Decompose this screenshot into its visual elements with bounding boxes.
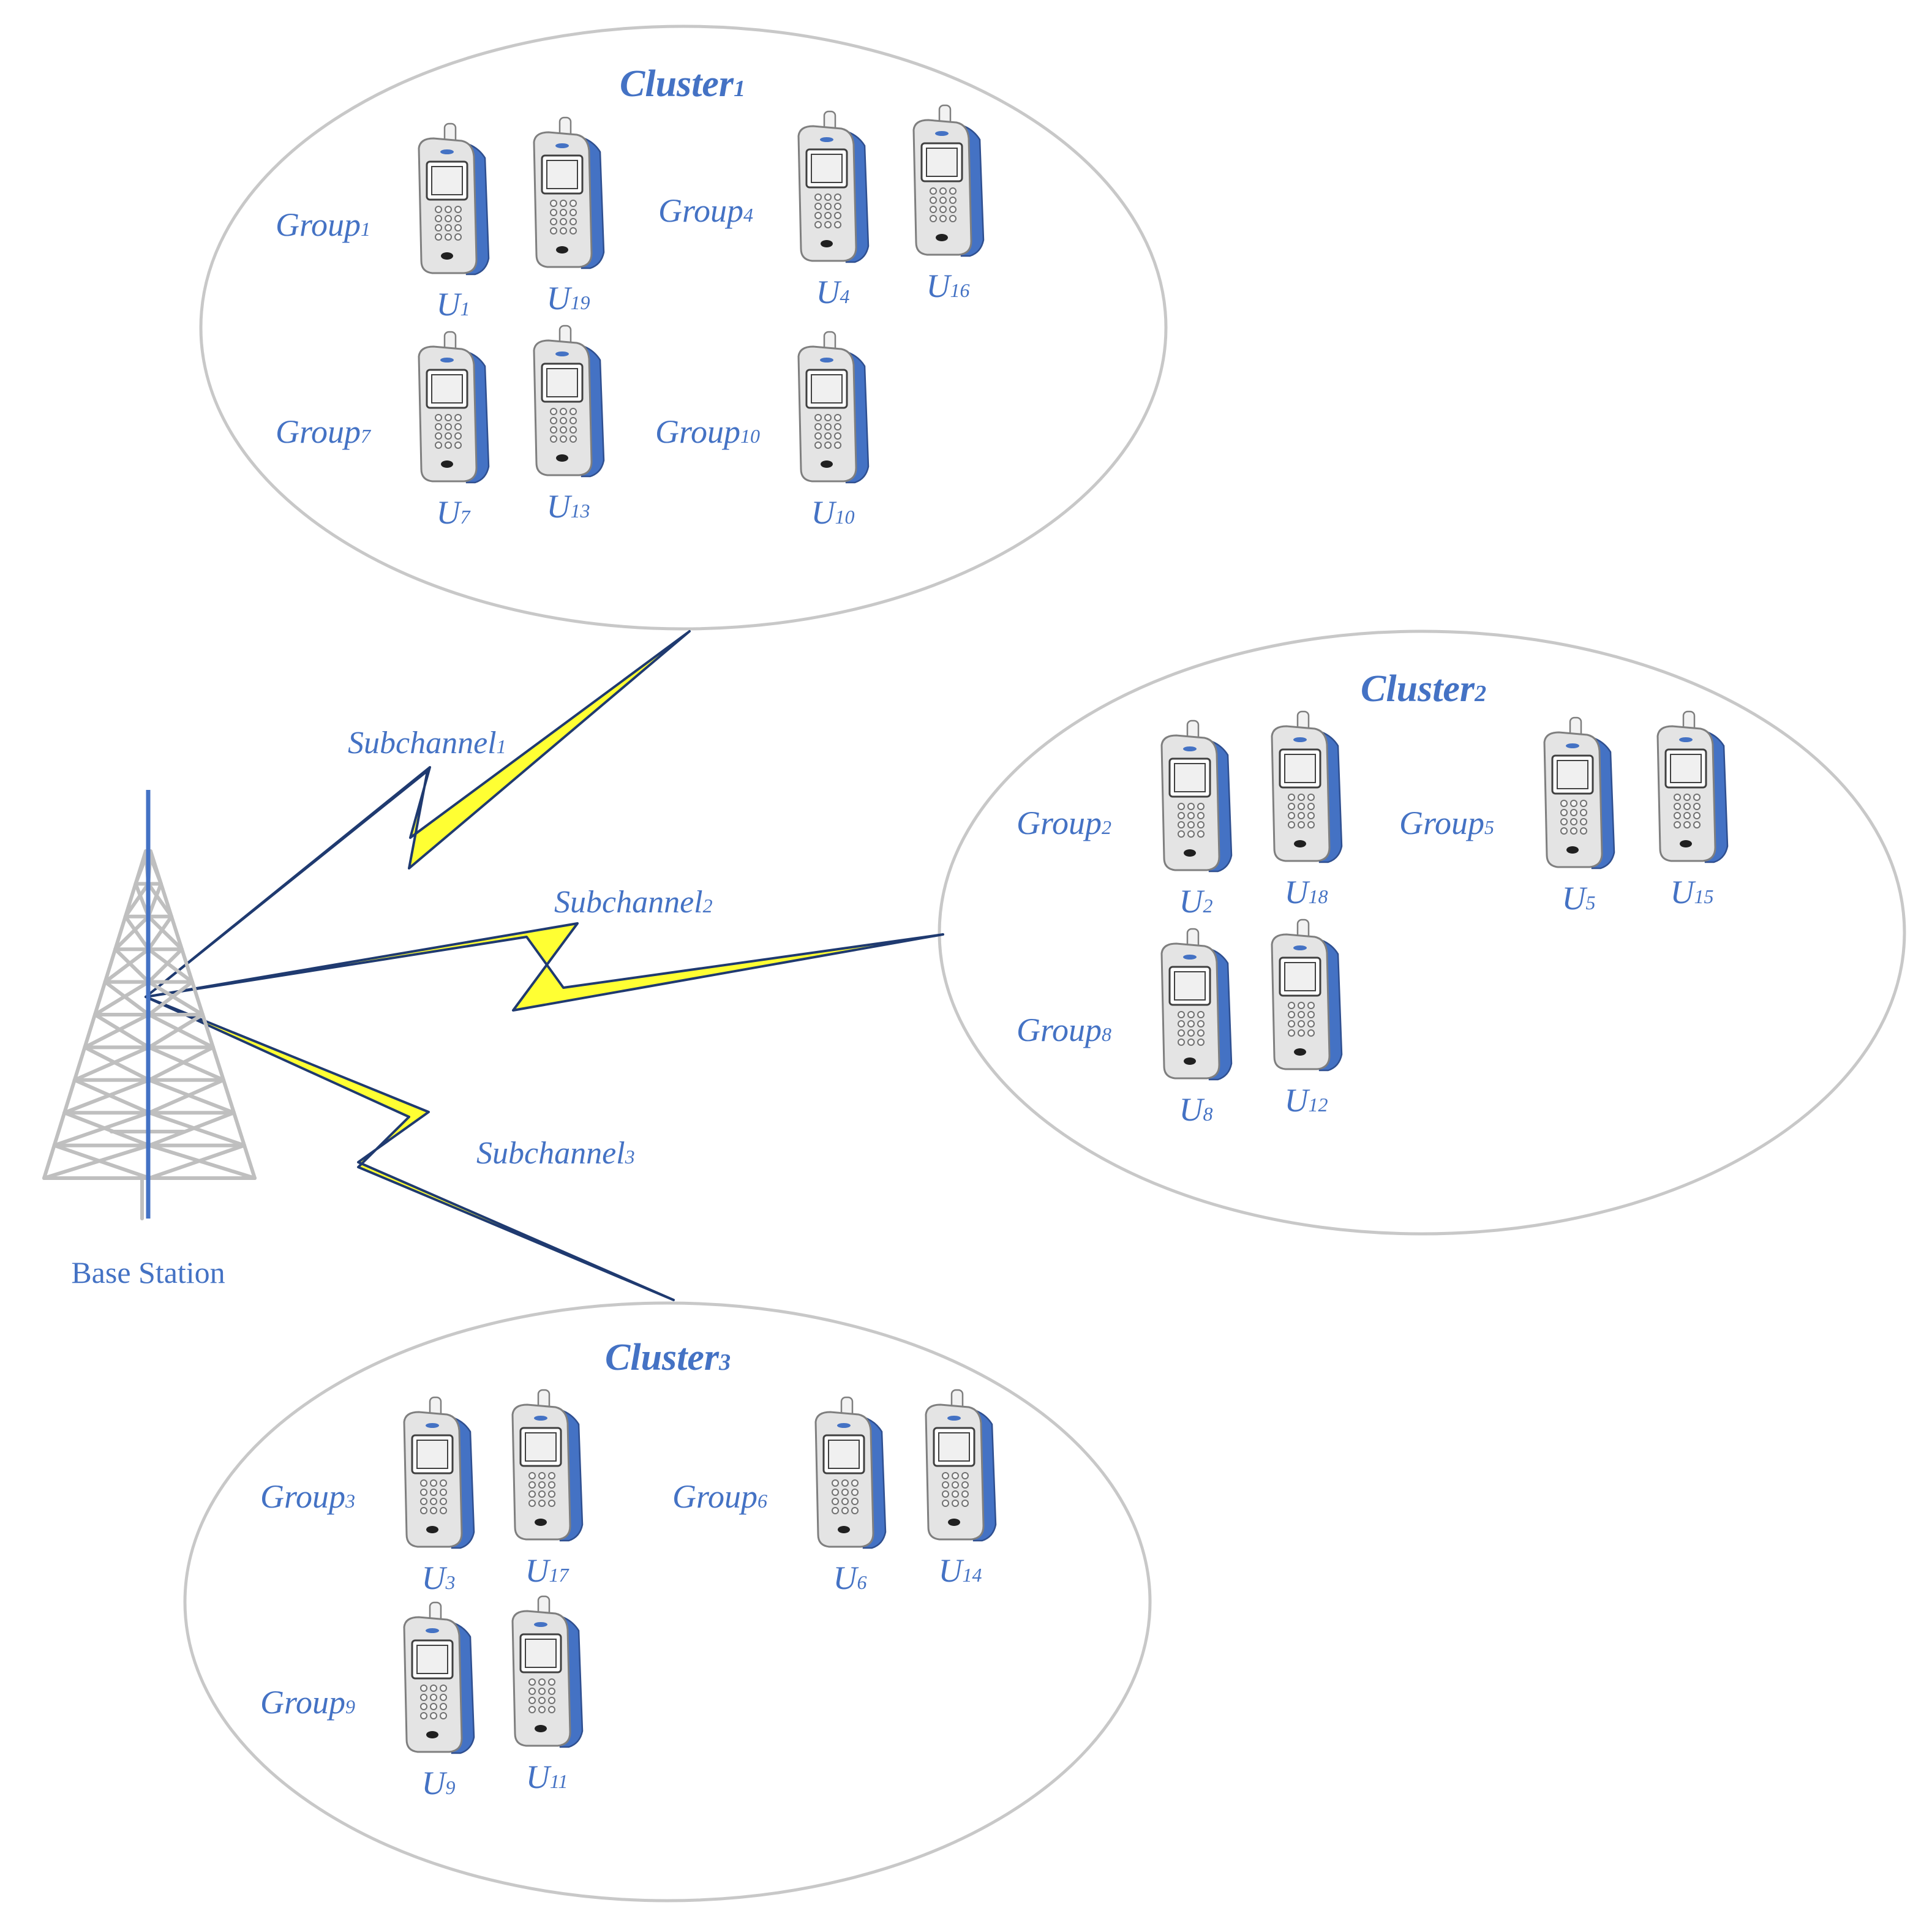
user-label: U12: [1285, 1082, 1328, 1119]
user-label: U1: [437, 286, 470, 323]
user-label: U3: [422, 1560, 456, 1596]
group-label: Group1: [276, 206, 370, 243]
mobile-phone-icon: [1271, 710, 1343, 863]
user-label: U11: [526, 1759, 568, 1795]
mobile-phone-icon: [418, 122, 490, 276]
subchannel-2-label: Subchannel2: [554, 885, 713, 920]
user-label: U15: [1671, 874, 1714, 911]
user-label: U13: [547, 488, 590, 525]
user-label: U10: [811, 494, 855, 531]
cluster-2-boundary: [938, 629, 1906, 1236]
mobile-phone-icon: [418, 331, 490, 484]
mobile-phone-icon: [403, 1396, 475, 1549]
user-label: U9: [422, 1765, 456, 1801]
cluster-1-boundary: [199, 24, 1168, 631]
cluster-3-title: Cluster3: [605, 1337, 731, 1378]
group-label: Group2: [1017, 805, 1111, 841]
subchannel-1-bolt: [145, 630, 691, 998]
base-station-label: Base Station: [71, 1255, 225, 1290]
mobile-phone-icon: [1656, 710, 1729, 863]
cluster-3-boundary: [183, 1301, 1152, 1903]
mobile-phone-icon: [511, 1389, 584, 1542]
mobile-phone-icon: [814, 1396, 887, 1549]
group-label: Group8: [1017, 1012, 1111, 1048]
group-label: Group7: [276, 413, 372, 450]
group-label: Group9: [260, 1684, 355, 1721]
mobile-phone-icon: [533, 325, 605, 478]
user-label: U19: [547, 280, 590, 317]
mobile-phone-icon: [797, 331, 870, 484]
user-label: U2: [1179, 883, 1213, 920]
subchannel-3-bolt: [145, 996, 675, 1301]
user-label: U7: [437, 494, 472, 531]
subchannel-3-label: Subchannel3: [476, 1136, 635, 1171]
user-label: U17: [525, 1552, 570, 1589]
cluster-2-title: Cluster2: [1361, 668, 1486, 710]
group-label: Group4: [658, 192, 753, 229]
mobile-phone-icon: [925, 1389, 997, 1542]
mobile-phone-icon: [1271, 918, 1343, 1072]
group-label: Group6: [672, 1478, 767, 1515]
user-label: U6: [833, 1560, 867, 1596]
mobile-phone-icon: [797, 110, 870, 263]
user-label: U14: [939, 1552, 982, 1589]
mobile-phone-icon: [533, 116, 605, 269]
mobile-phone-icon: [511, 1595, 584, 1748]
cluster-1-title: Cluster1: [620, 63, 745, 105]
user-label: U16: [927, 268, 970, 304]
mobile-phone-icon: [403, 1601, 475, 1754]
user-label: U8: [1179, 1091, 1213, 1128]
user-label: U5: [1562, 880, 1596, 917]
user-label: U18: [1285, 874, 1328, 911]
group-label: Group5: [1399, 805, 1494, 841]
mobile-phone-icon: [1160, 719, 1233, 873]
mobile-phone-icon: [1543, 716, 1615, 870]
user-label: U4: [816, 274, 850, 310]
subchannel-1-label: Subchannel1: [348, 726, 506, 761]
mobile-phone-icon: [1160, 928, 1233, 1081]
subchannel-2-bolt: [145, 922, 944, 1012]
mobile-phone-icon: [912, 104, 985, 257]
group-label: Group3: [260, 1478, 355, 1515]
group-label: Group10: [655, 413, 760, 450]
